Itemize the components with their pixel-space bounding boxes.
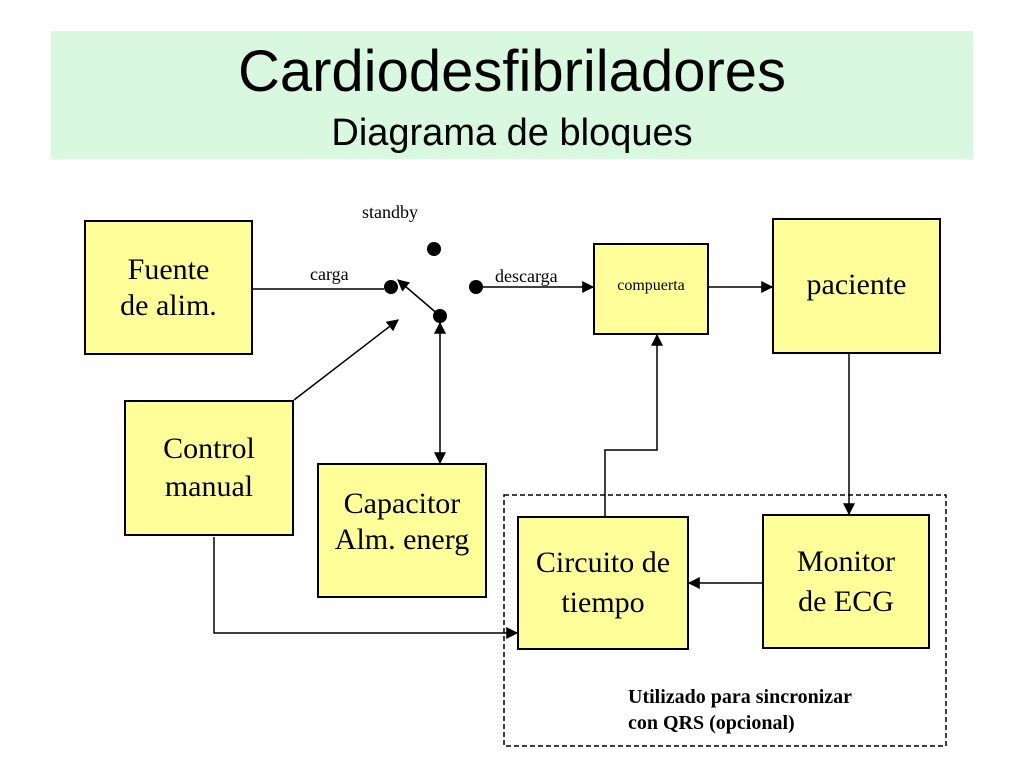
monitor-block: Monitor de ECG: [762, 514, 930, 649]
circuito-line1: Circuito de: [535, 546, 671, 579]
carga-contact: [384, 280, 398, 294]
paciente-block: paciente: [772, 218, 941, 354]
descarga-label: descarga: [495, 266, 558, 286]
sync-note-line1: Utilizado para sincronizar: [628, 686, 853, 708]
carga-label: carga: [310, 264, 349, 284]
control-to-switch-arrow: [293, 319, 399, 401]
page-title: Cardiodesfibriladores: [237, 39, 787, 104]
monitor-line1: Monitor: [796, 544, 896, 578]
compuerta-label: compuerta: [617, 277, 685, 294]
circuito-line2: tiempo: [561, 586, 645, 619]
paciente-label: paciente: [806, 268, 907, 301]
switch-arm: [397, 279, 441, 317]
title-band: Cardiodesfibriladores Diagrama de bloque…: [51, 31, 973, 159]
monitor-line2: de ECG: [798, 584, 894, 618]
page-subtitle: Diagrama de bloques: [331, 112, 693, 154]
control-block: Control manual: [124, 400, 294, 536]
capacitor-line1: Capacitor: [343, 486, 461, 520]
control-to-circuito-arrow: [213, 537, 519, 639]
circuito-block: Circuito de tiempo: [517, 516, 689, 650]
control-line1: Control: [163, 432, 255, 465]
standby-contact: [427, 242, 441, 256]
pivot-contact: [433, 309, 447, 323]
capacitor-block: Capacitor Alm. energ: [317, 463, 487, 598]
sync-note: Utilizado para sincronizar con QRS (opci…: [628, 684, 852, 736]
fuente-line2: de alim.: [120, 288, 217, 322]
sync-region-outline: [503, 494, 947, 747]
control-line2: manual: [164, 470, 254, 503]
capacitor-line2: Alm. energ: [334, 522, 470, 556]
standby-label: standby: [362, 202, 418, 222]
circuito-to-compuerta-arrow: [604, 333, 663, 516]
fuente-block: Fuente de alim.: [84, 220, 253, 355]
sync-note-line2: con QRS (opcional): [628, 712, 795, 734]
descarga-contact: [469, 280, 483, 294]
compuerta-block: compuerta: [593, 243, 709, 335]
fuente-line1: Fuente: [127, 252, 210, 286]
